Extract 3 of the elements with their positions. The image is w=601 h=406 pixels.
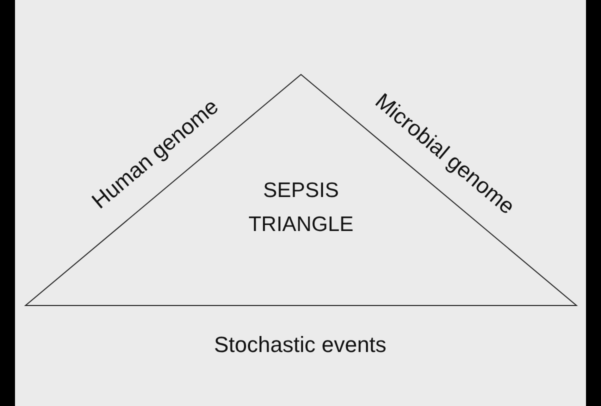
- side-label: Stochastic events: [214, 332, 386, 358]
- triangle-title: SEPSIS TRIANGLE: [247, 178, 355, 238]
- triangle-shape: [25, 74, 577, 306]
